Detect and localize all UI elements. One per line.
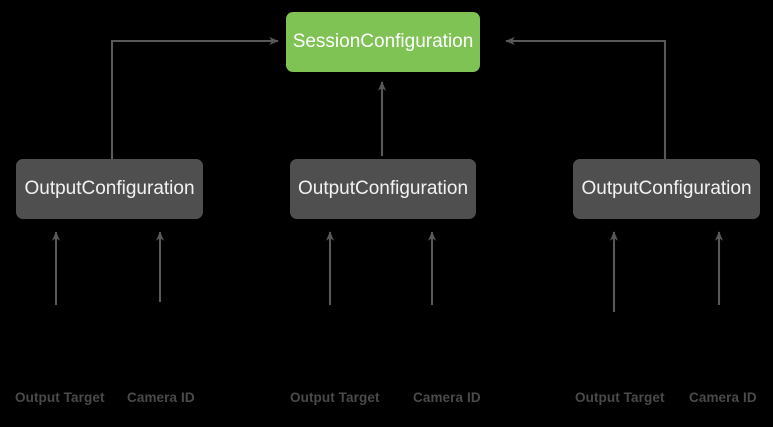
leaf-label-camera-id-right: Camera ID <box>689 390 757 405</box>
node-output-configuration-center[interactable]: OutputConfiguration <box>290 159 476 219</box>
leaf-label-output-target-right: Output Target <box>575 390 665 405</box>
edge-output-right-to-session <box>505 36 667 159</box>
leaf-label-camera-id-center: Camera ID <box>413 390 481 405</box>
leaf-label-output-target-center: Output Target <box>290 390 380 405</box>
node-session-configuration-label: SessionConfiguration <box>292 30 474 52</box>
edge-output-left-to-session <box>110 37 279 159</box>
leaf-label-camera-id-left: Camera ID <box>127 390 195 405</box>
node-output-configuration-center-label: OutputConfiguration <box>297 177 469 199</box>
node-output-configuration-right[interactable]: OutputConfiguration <box>573 159 760 219</box>
node-output-configuration-left[interactable]: OutputConfiguration <box>16 159 203 219</box>
leaf-label-output-target-left: Output Target <box>15 390 105 405</box>
node-output-configuration-right-label: OutputConfiguration <box>581 177 752 199</box>
node-output-configuration-left-label: OutputConfiguration <box>24 177 195 199</box>
node-session-configuration[interactable]: SessionConfiguration <box>286 12 480 72</box>
